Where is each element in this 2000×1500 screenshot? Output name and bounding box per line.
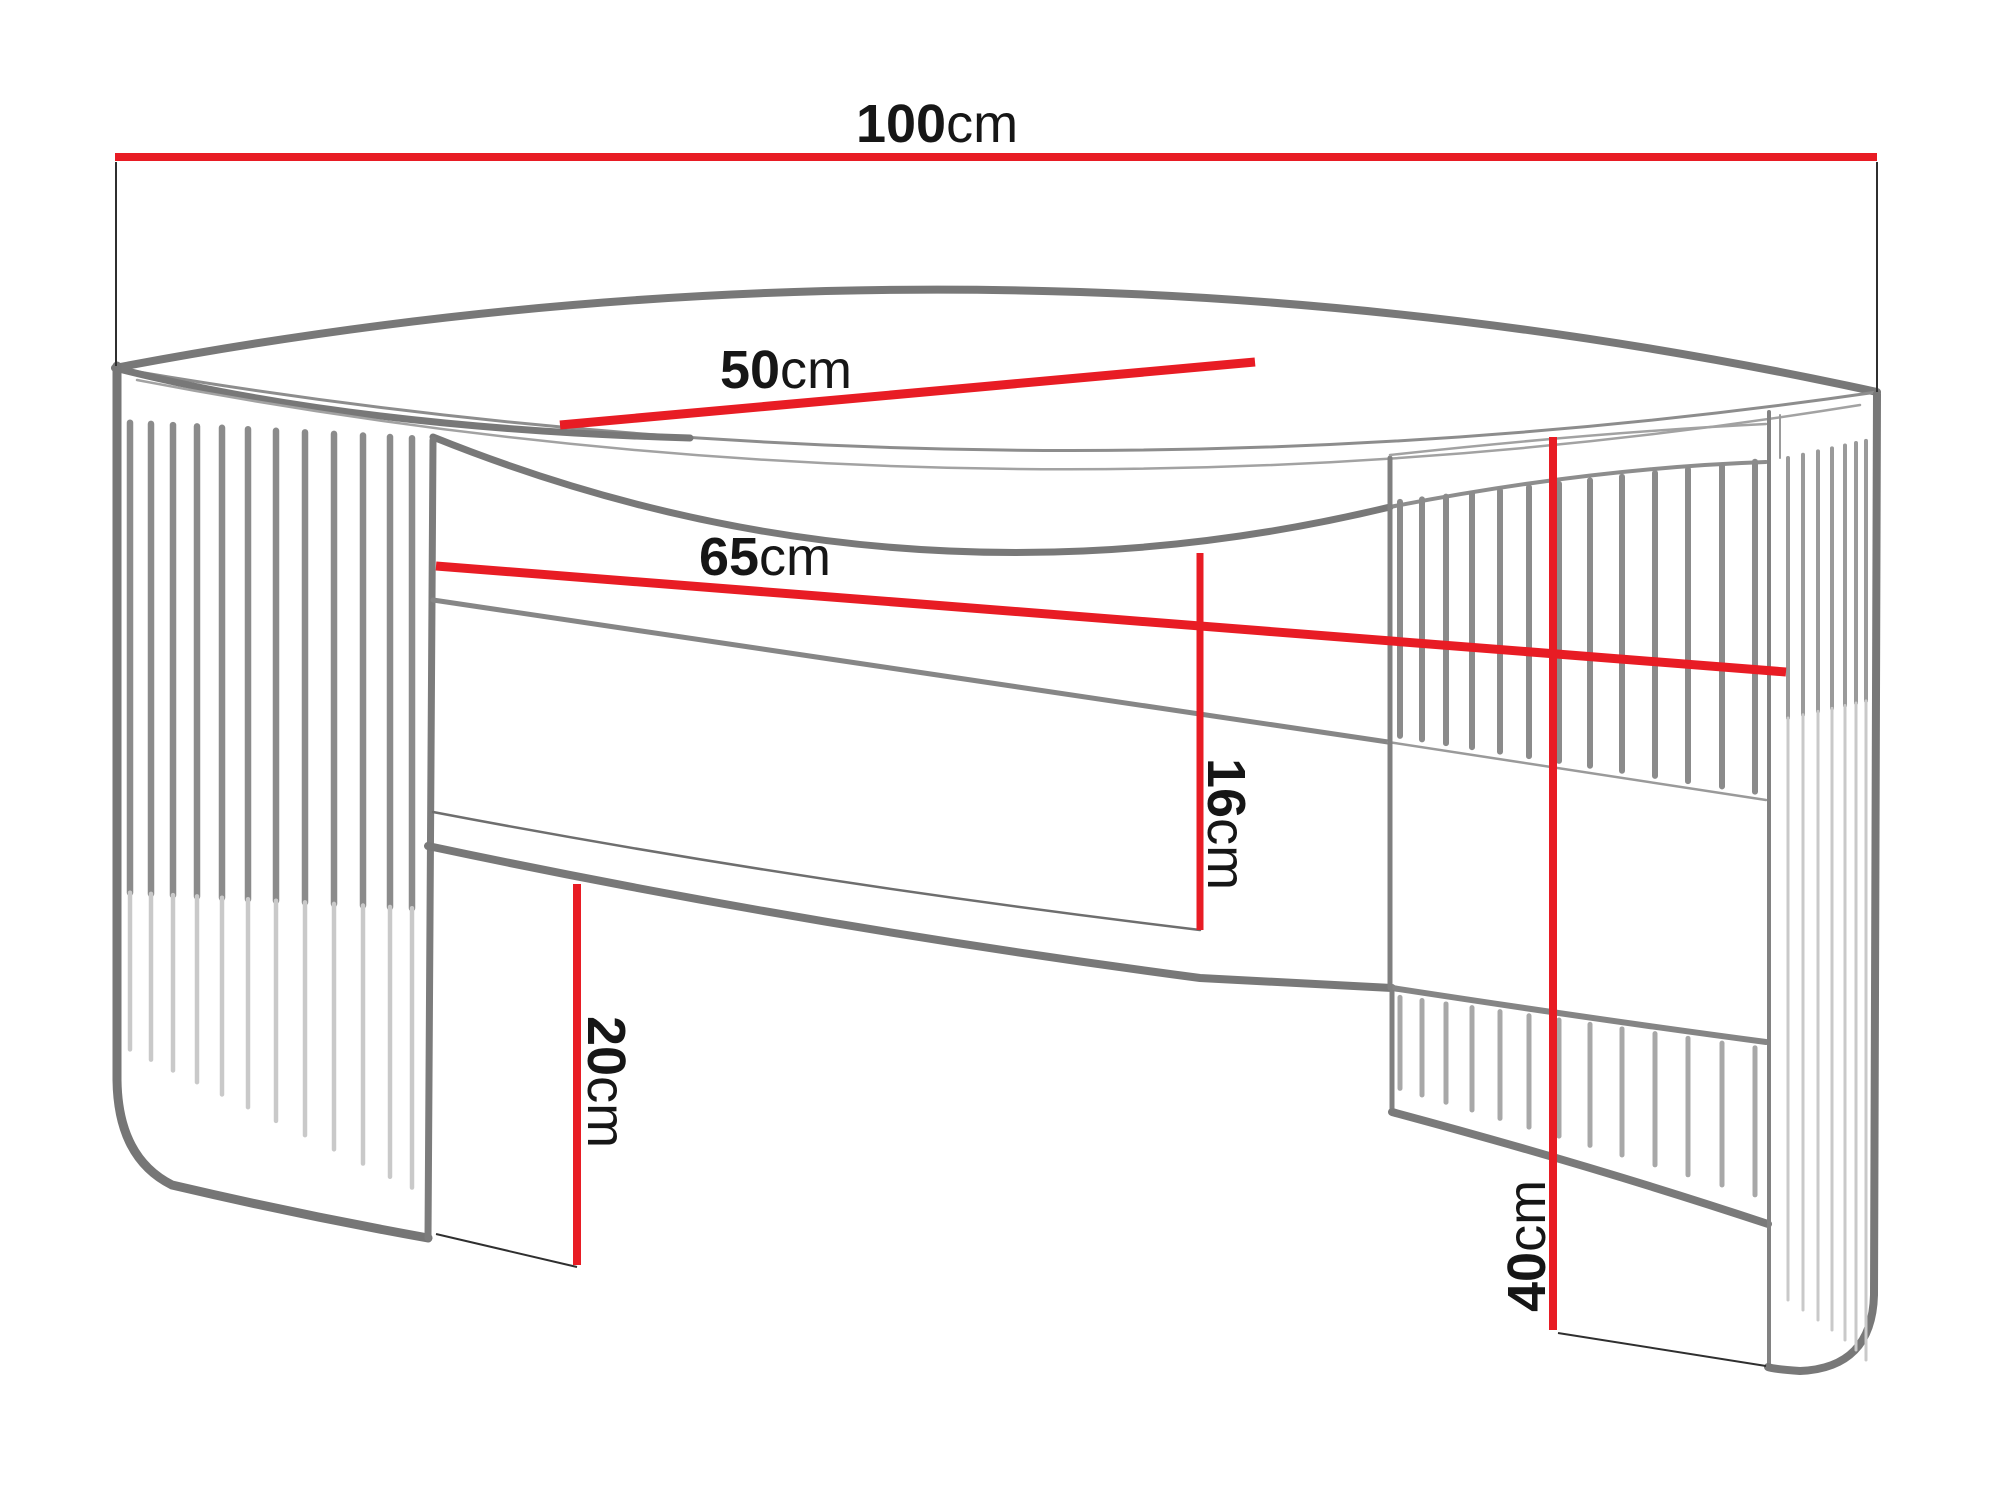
table-art (111, 285, 1881, 1376)
floor-line-left (435, 1233, 578, 1268)
shelf (424, 597, 1769, 1045)
right-panel-front-slats (1786, 438, 1868, 1362)
right-panel-inner-slats (1397, 458, 1758, 1198)
label-top-to-shelf-gap: 16cm (1196, 758, 1256, 890)
label-shelf-length: 65cm (699, 527, 831, 587)
label-overall-height: 40cm (1497, 1180, 1557, 1312)
right-panel (1387, 390, 1881, 1376)
tabletop (111, 285, 1881, 556)
label-tabletop-depth: 50cm (720, 340, 852, 400)
floor-line-right (1557, 1332, 1767, 1367)
label-overall-width: 100cm (856, 94, 1018, 154)
dimension-labels: 100cm 50cm 65cm 16cm 20cm 40cm (576, 94, 1557, 1312)
dim-line-tabletop-depth (559, 357, 1256, 430)
left-panel-slats (126, 419, 416, 1190)
label-under-shelf-clearance: 20cm (576, 1016, 636, 1148)
left-panel (112, 361, 437, 1243)
dim-line-shelf-length (435, 561, 1787, 677)
dimension-lines (115, 153, 1877, 1330)
extension-lines (115, 162, 1878, 1367)
